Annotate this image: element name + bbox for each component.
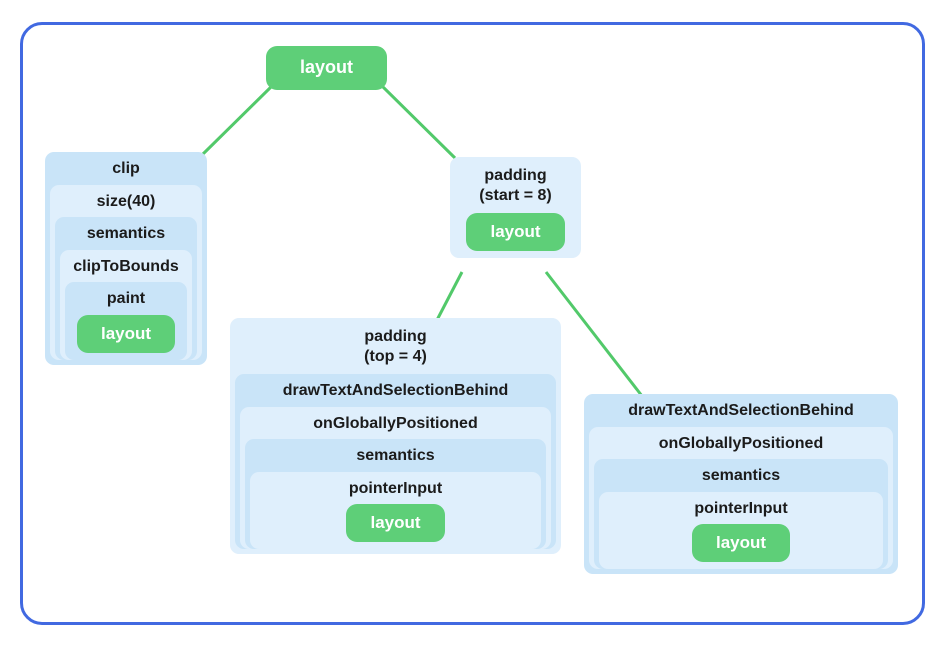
node-label: layout [100,323,152,343]
node-label: onGloballyPositioned [313,414,478,432]
node-label: drawTextAndSelectionBehind [282,382,509,400]
node-pointerinput[interactable]: pointerInput layout [599,491,883,570]
node-leaf-layout[interactable]: layout [466,213,565,252]
node-label: layout [370,513,421,533]
node-clip[interactable]: clip size(40) semantics clipToBounds pai… [45,152,207,365]
node-leaf-layout[interactable]: layout [346,504,445,543]
node-label: layout [490,222,541,242]
node-semantics[interactable]: semantics pointerInput layout [245,439,546,550]
node-cliptobounds[interactable]: clipToBounds paint layout [60,249,192,360]
node-pointerinput[interactable]: pointerInput layout [250,471,541,550]
node-label: semantics [356,447,435,465]
node-root-layout[interactable]: layout [266,46,388,90]
node-label: size(40) [96,192,156,210]
node-label: semantics [86,225,166,243]
node-label: paint [106,290,146,308]
node-drawtextandselectionbehind[interactable]: drawTextAndSelectionBehind onGloballyPos… [235,374,556,550]
node-label: onGloballyPositioned [658,434,824,452]
node-label: clip [112,160,140,177]
node-leaf-layout[interactable]: layout [691,524,791,563]
node-label: semantics [701,467,781,485]
node-semantics[interactable]: semantics clipToBounds paint layout [55,217,197,360]
node-paint[interactable]: paint layout [65,282,187,360]
node-label: pointerInput [694,499,788,517]
node-padding-top[interactable]: padding (top = 4) drawTextAndSelectionBe… [230,318,561,555]
node-label: drawTextAndSelectionBehind [628,402,854,419]
node-label: layout [715,533,767,553]
node-label: clipToBounds [73,257,179,275]
leaf-holder: layout [599,524,883,569]
leaf-holder: layout [65,314,187,360]
node-label: padding (top = 4) [364,328,427,365]
leaf-holder: layout [450,213,581,258]
leaf-holder: layout [250,504,541,549]
node-drawtextandselectionbehind[interactable]: drawTextAndSelectionBehind onGloballyPos… [584,394,898,575]
node-padding-start[interactable]: padding (start = 8) layout [450,157,581,259]
node-ongloballypositioned[interactable]: onGloballyPositioned semantics pointerIn… [240,406,551,550]
node-ongloballypositioned[interactable]: onGloballyPositioned semantics pointerIn… [589,426,893,570]
node-label: pointerInput [348,479,443,497]
node-size[interactable]: size(40) semantics clipToBounds paint la… [50,184,202,360]
node-leaf-layout[interactable]: layout [76,314,176,353]
node-label: padding (start = 8) [479,167,552,204]
node-label: layout [300,57,354,77]
node-semantics[interactable]: semantics pointerInput layout [594,459,888,570]
